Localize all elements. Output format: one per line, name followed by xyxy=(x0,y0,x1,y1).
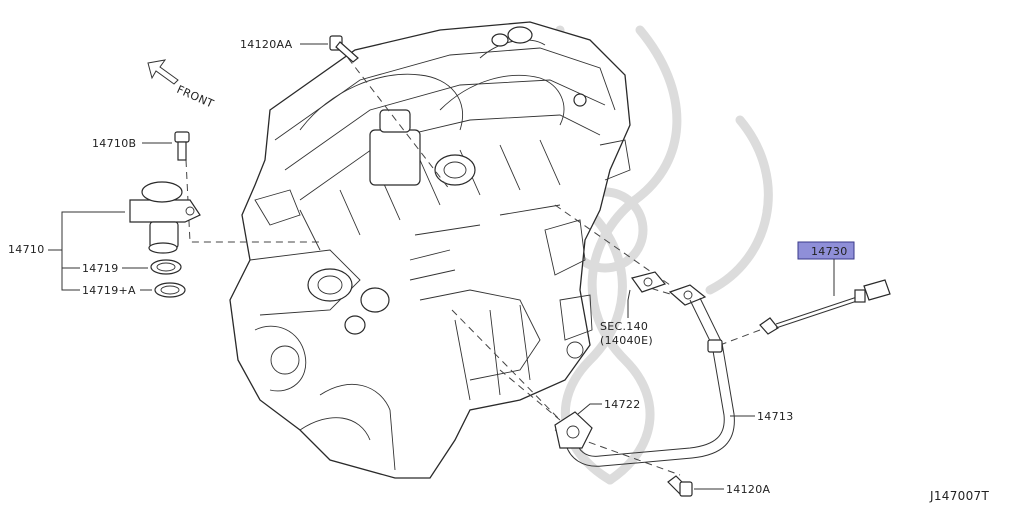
front-label: FRONT xyxy=(175,83,216,111)
tube-icon xyxy=(565,284,735,467)
highlight-box xyxy=(797,241,855,260)
label-bolt-sensor: 14710B xyxy=(92,137,136,150)
label-connector-highlight[interactable]: 14730 xyxy=(811,245,848,258)
bolt-top-icon xyxy=(329,35,359,63)
diagram-id: J147007T xyxy=(929,489,989,503)
tube-group: 14713 xyxy=(565,284,794,467)
bolt-sensor-group: 14710B xyxy=(92,131,190,161)
seal-b-group: 14719+A xyxy=(82,282,186,298)
label-tube: 14713 xyxy=(757,410,794,423)
seal-a-group: 14719 xyxy=(82,259,182,275)
gasket-group: 14722 xyxy=(554,398,641,449)
sensor-group: 14710 xyxy=(8,181,201,291)
label-sensor-group: 14710 xyxy=(8,243,45,256)
label-gasket: 14722 xyxy=(604,398,641,411)
label-seal-b: 14719+A xyxy=(82,284,136,297)
section-ref-group: SEC.140 (14040E) xyxy=(600,271,667,347)
bolt-sensor-icon xyxy=(174,131,190,161)
sensor-connector-group: 14730 xyxy=(759,241,891,335)
oxygen-sensor-icon xyxy=(759,279,891,335)
cam-sensor-icon xyxy=(129,181,201,254)
front-indicator: FRONT xyxy=(147,59,216,111)
label-bolt-bottom: 14120A xyxy=(726,483,770,496)
bolt-bottom-icon xyxy=(667,475,693,497)
seal-a-icon xyxy=(150,259,182,275)
gasket-small-icon xyxy=(631,271,667,293)
gasket-icon xyxy=(554,411,593,449)
label-seal-a: 14719 xyxy=(82,262,119,275)
dashed-leaders xyxy=(185,57,761,476)
bolt-bottom-group: 14120A xyxy=(667,475,770,497)
bolt-top-group: 14120AA xyxy=(240,35,359,63)
engine-block xyxy=(229,21,631,479)
seal-b-icon xyxy=(154,282,186,298)
front-arrow-icon xyxy=(147,59,179,85)
label-section-sub: (14040E) xyxy=(600,334,653,347)
label-section-ref: SEC.140 xyxy=(600,320,648,333)
label-bolt-top: 14120AA xyxy=(240,38,293,51)
